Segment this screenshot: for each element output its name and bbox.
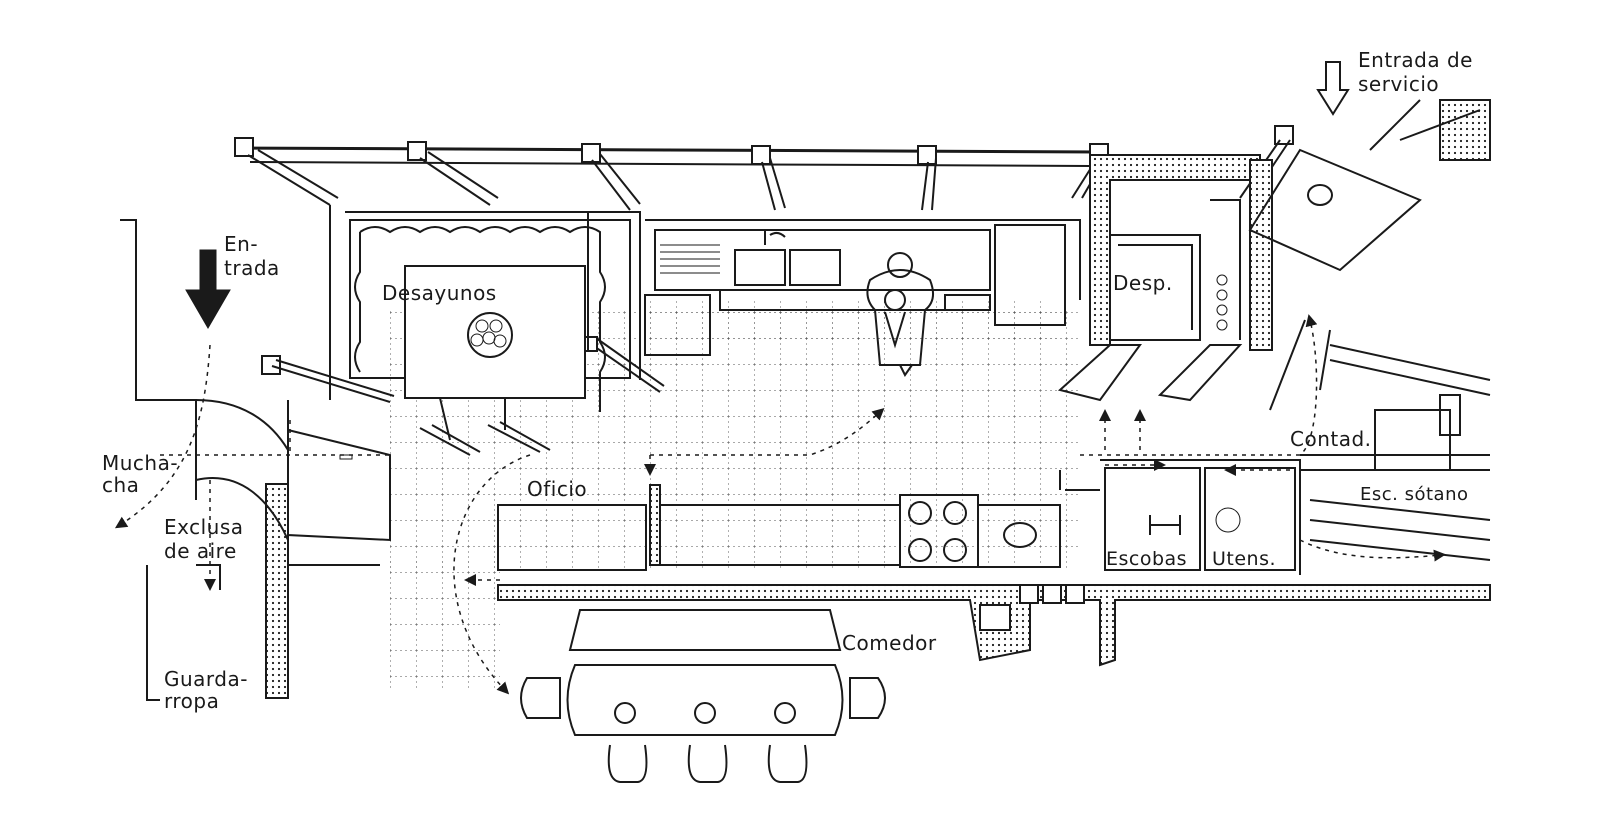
label-escobas: Escobas [1106,548,1188,570]
storage-cupboards [1100,454,1491,575]
service-entrance [1248,99,1491,471]
label-desayunos: Desayunos [382,281,497,305]
entrance-walls [120,219,391,701]
pantry [1057,154,1273,402]
label-desp: Desp. [1113,271,1173,295]
label-esc-sotano: Esc. sótano [1360,484,1469,505]
label-muchacha: Mucha- cha [102,451,179,497]
label-contad: Contad. [1290,427,1372,451]
label-exclusa-de-aire: Exclusa de aire [164,515,244,563]
service-entrance-arrow-icon [1316,61,1350,116]
label-comedor: Comedor [842,631,937,655]
label-guardarropa: Guarda- rropa [164,667,248,713]
label-entrada-de-servicio: Entrada de servicio [1358,48,1473,96]
circulation-paths [114,314,1446,695]
cook-figure [866,252,935,377]
label-entrada: En- trada [224,232,280,280]
dining-set [520,609,886,783]
label-utens: Utens. [1212,548,1277,570]
oficio-counters [497,470,1100,571]
label-oficio: Oficio [527,477,588,501]
kitchen-counter [644,219,1081,356]
breakfast-nook [329,205,641,456]
dining-wall [497,584,1491,667]
main-entrance-arrow-icon [185,249,231,329]
